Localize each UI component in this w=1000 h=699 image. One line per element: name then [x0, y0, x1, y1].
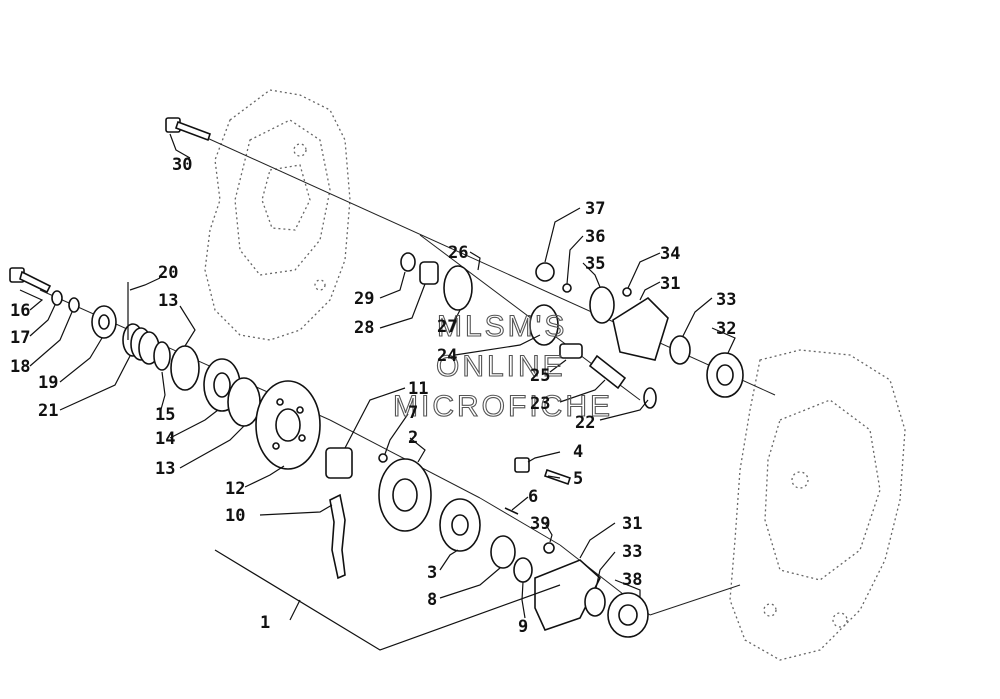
bolt-30: [165, 117, 212, 142]
watermark-line-1: MLSM'S: [437, 310, 567, 343]
callout-5: 5: [573, 469, 583, 489]
watermark-line-3: MICROFICHE: [393, 390, 613, 423]
o-ring-33a: [669, 335, 691, 365]
callout-35: 35: [585, 254, 605, 274]
callout-22: 22: [575, 413, 595, 433]
callout-31b: 31: [622, 514, 642, 534]
callout-38: 38: [622, 570, 642, 590]
callout-21: 21: [38, 401, 58, 421]
gear-2: [378, 458, 432, 532]
gear-35: [589, 286, 615, 324]
bearing-32: [706, 352, 744, 398]
washer-17: [51, 290, 63, 306]
callout-24: 24: [437, 346, 457, 366]
bushing-28: [419, 261, 439, 285]
left-case-housing: [204, 89, 351, 341]
callout-11: 11: [408, 379, 428, 399]
callout-14: 14: [155, 429, 175, 449]
callout-28: 28: [354, 318, 374, 338]
nut-37: [535, 262, 555, 282]
bushing-25: [559, 343, 583, 359]
callout-26: 26: [448, 243, 468, 263]
callout-16: 16: [10, 301, 30, 321]
pin-6: [504, 507, 519, 515]
plunger-4: [514, 457, 530, 473]
callout-labels: 30 16 17 18 19 21 20 13 15 14 13 12 11 7…: [10, 155, 736, 637]
washer-13b: [227, 377, 261, 427]
pin-7: [378, 453, 388, 463]
chain-10: [329, 493, 346, 580]
hub-3: [439, 498, 481, 552]
callout-33a: 33: [716, 290, 736, 310]
bevel-gear-27: [443, 265, 473, 311]
watermark-line-2: ONLINE: [436, 350, 566, 383]
callout-31a: 31: [660, 274, 680, 294]
callout-23: 23: [530, 394, 550, 414]
nut-39: [543, 542, 555, 554]
callout-20: 20: [158, 263, 178, 283]
callout-33b: 33: [622, 542, 642, 562]
washer-9: [513, 557, 533, 583]
bolt-16: [9, 267, 52, 294]
callout-30: 30: [172, 155, 192, 175]
callout-13b: 13: [155, 459, 175, 479]
callout-9: 9: [518, 617, 528, 637]
callout-7: 7: [408, 403, 418, 423]
callout-6: 6: [528, 487, 538, 507]
callout-3: 3: [427, 563, 437, 583]
callout-18: 18: [10, 357, 30, 377]
right-case-housing: [729, 349, 906, 661]
washer-29: [400, 252, 416, 272]
callout-4: 4: [573, 442, 583, 462]
callout-13a: 13: [158, 291, 178, 311]
sprocket-12: [255, 380, 321, 470]
washer-18: [68, 297, 80, 313]
washer-22: [643, 387, 657, 409]
plate-31b: [534, 559, 601, 631]
callout-37: 37: [585, 199, 605, 219]
callout-15: 15: [155, 405, 175, 425]
group-1-bracket: [214, 549, 561, 651]
callout-27: 27: [437, 317, 457, 337]
callout-10: 10: [225, 506, 245, 526]
bushing-11: [325, 447, 353, 479]
bearing-38: [607, 592, 649, 638]
callout-19: 19: [38, 373, 58, 393]
callout-34: 34: [660, 244, 680, 264]
callout-17: 17: [10, 328, 30, 348]
clip-15: [153, 341, 171, 371]
gear-24: [529, 304, 559, 346]
callout-39: 39: [530, 514, 550, 534]
callout-12: 12: [225, 479, 245, 499]
callout-8: 8: [427, 590, 437, 610]
o-ring-33b: [584, 587, 606, 617]
leaders: [19, 133, 736, 621]
callout-29: 29: [354, 289, 374, 309]
callout-32: 32: [716, 319, 736, 339]
callout-2: 2: [408, 428, 418, 448]
bearing-8: [490, 535, 516, 569]
washer-13a: [170, 345, 200, 391]
washer-36: [562, 283, 572, 293]
callout-25: 25: [530, 366, 550, 386]
plate-31a: [612, 296, 669, 361]
watermark: MLSM'S ONLINE MICROFICHE: [392, 309, 613, 423]
callout-1: 1: [260, 613, 270, 633]
pin-34: [622, 287, 632, 297]
shaft-23: [588, 354, 627, 390]
collar-19: [91, 305, 117, 339]
callout-36: 36: [585, 227, 605, 247]
